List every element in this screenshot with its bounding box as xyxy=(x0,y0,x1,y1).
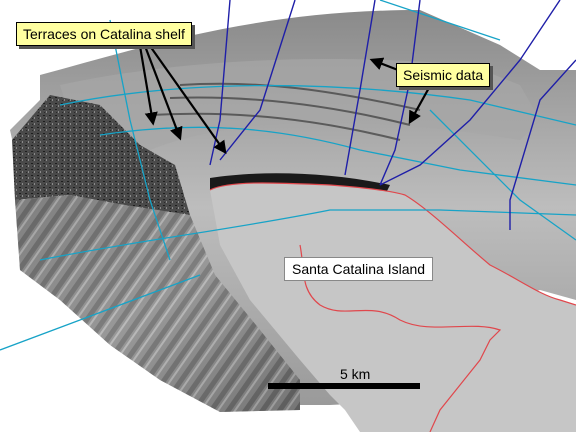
island-coastline xyxy=(209,182,576,306)
survey-lines-cyan xyxy=(0,0,576,351)
deep-basin-left xyxy=(12,95,190,215)
slope-shade xyxy=(15,195,300,412)
seismic-callout: Seismic data xyxy=(396,63,491,87)
terrace-streaks xyxy=(149,82,421,141)
santa-catalina-island xyxy=(210,182,576,432)
seismic-arrows xyxy=(369,57,431,125)
scale-label: 5 km xyxy=(340,366,371,382)
terraces-arrows xyxy=(138,45,227,155)
island-label: Santa Catalina Island xyxy=(284,257,434,281)
survey-lines-dark xyxy=(209,0,576,230)
terraces-callout: Terraces on Catalina shelf xyxy=(16,22,192,46)
island-coastline-south xyxy=(299,244,502,432)
scale-bar xyxy=(268,383,420,389)
